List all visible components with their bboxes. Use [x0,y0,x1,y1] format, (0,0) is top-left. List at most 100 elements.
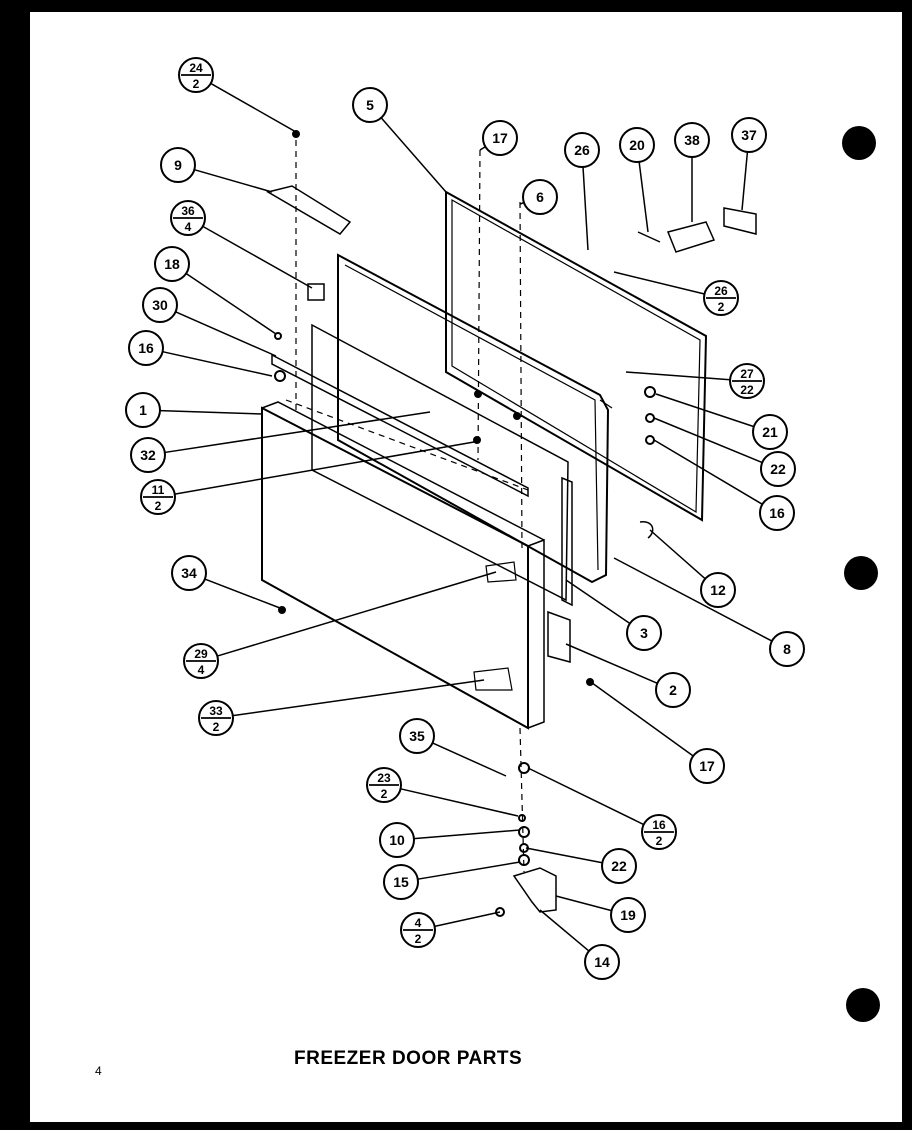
callout-quantity: 4 [198,663,205,677]
callout-16-qty-2: 162 [641,814,677,850]
trim-strip-2 [547,610,571,663]
leader-line-26 [613,271,705,295]
callout-29-qty-4: 294 [183,643,219,679]
callout-number: 1 [139,402,147,418]
clip-36 [307,283,325,301]
leader-line-11 [174,441,475,495]
callout-number: 5 [366,97,374,113]
binder-hole-bottom [846,988,880,1022]
callout-23-qty-2: 232 [366,767,402,803]
callout-15: 15 [383,864,419,900]
leader-line-8 [613,557,773,642]
callout-quantity: 4 [185,220,192,234]
callout-2: 2 [655,672,691,708]
gasket-clip [639,521,654,539]
outer-door-top [261,401,545,541]
diagram-title: FREEZER DOOR PARTS [294,1048,523,1069]
callout-22: 22 [760,451,796,487]
callout-number: 6 [536,189,544,205]
callout-32: 32 [130,437,166,473]
callout-number: 24 [189,61,203,75]
bushing-16 [274,370,286,382]
callout-17: 17 [689,748,725,784]
leader-line-22 [525,847,603,864]
callout-number: 26 [714,284,728,298]
callout-number: 15 [393,874,409,890]
callout-4-qty-2: 42 [400,912,436,948]
callout-30: 30 [142,287,178,323]
callout-number: 30 [152,297,168,313]
leader-line-12 [649,529,706,580]
callout-number: 16 [652,818,666,832]
callout-number: 34 [181,565,197,581]
callout-1: 1 [125,392,161,428]
screw-34 [278,606,286,614]
leader-line-16 [653,439,763,505]
callout-19: 19 [610,897,646,933]
washer-22 [645,413,655,423]
page-number: 4 [95,1064,102,1078]
callout-number: 18 [164,256,180,272]
callout-37: 37 [731,117,767,153]
callout-quantity: 2 [718,300,725,314]
callout-number: 26 [574,142,590,158]
callout-5: 5 [352,87,388,123]
callout-number: 16 [138,340,154,356]
callout-number: 38 [684,132,700,148]
leader-line-14 [539,909,590,952]
plugs-29-33 [473,561,517,691]
leader-line-4 [434,911,501,928]
callout-number: 37 [741,127,757,143]
screw-6 [513,412,521,420]
callout-10: 10 [379,822,415,858]
trim-strip-3 [561,476,573,607]
callout-number: 8 [783,641,791,657]
leader-line-27 [625,371,731,381]
binder-hole-middle [844,556,878,590]
callout-38: 38 [674,122,710,158]
leader-lines [159,82,773,952]
door-liner-rim [344,264,613,571]
callout-number: 12 [710,582,726,598]
callout-36-qty-4: 364 [170,200,206,236]
callout-20: 20 [619,127,655,163]
leader-line-33 [232,679,485,717]
door-rail [271,353,529,498]
leader-line-15 [417,861,521,880]
leader-line-21 [655,393,755,428]
leader-line-26 [582,166,589,251]
leader-line-17 [479,146,486,151]
callout-quantity: 2 [213,720,220,734]
spacer-18 [274,332,282,340]
leader-line-20 [638,161,649,233]
callout-number: 23 [377,771,391,785]
insulation-panel [311,323,569,602]
callout-quantity: 2 [381,787,388,801]
callout-number: 9 [174,157,182,173]
callout-number: 27 [740,367,754,381]
callout-6: 6 [522,179,558,215]
leader-line-18 [185,272,277,335]
handle-bracket [266,185,352,235]
binder-hole-top [842,126,876,160]
door-gasket-inner [451,198,701,514]
callout-quantity: 2 [193,77,200,91]
leader-line-22 [653,417,763,464]
callout-21: 21 [752,414,788,450]
leader-line-16 [162,350,273,377]
callout-number: 32 [140,447,156,463]
callout-11-qty-2: 112 [140,479,176,515]
callout-number: 17 [699,758,715,774]
callout-number: 14 [594,954,610,970]
callout-number: 35 [409,728,425,744]
leader-line-34 [204,578,281,609]
callout-quantity: 2 [155,499,162,513]
callout-18: 18 [154,246,190,282]
callout-12: 12 [700,572,736,608]
callout-number: 22 [611,858,627,874]
leader-line-37 [741,151,749,211]
leader-line-30 [175,311,277,357]
